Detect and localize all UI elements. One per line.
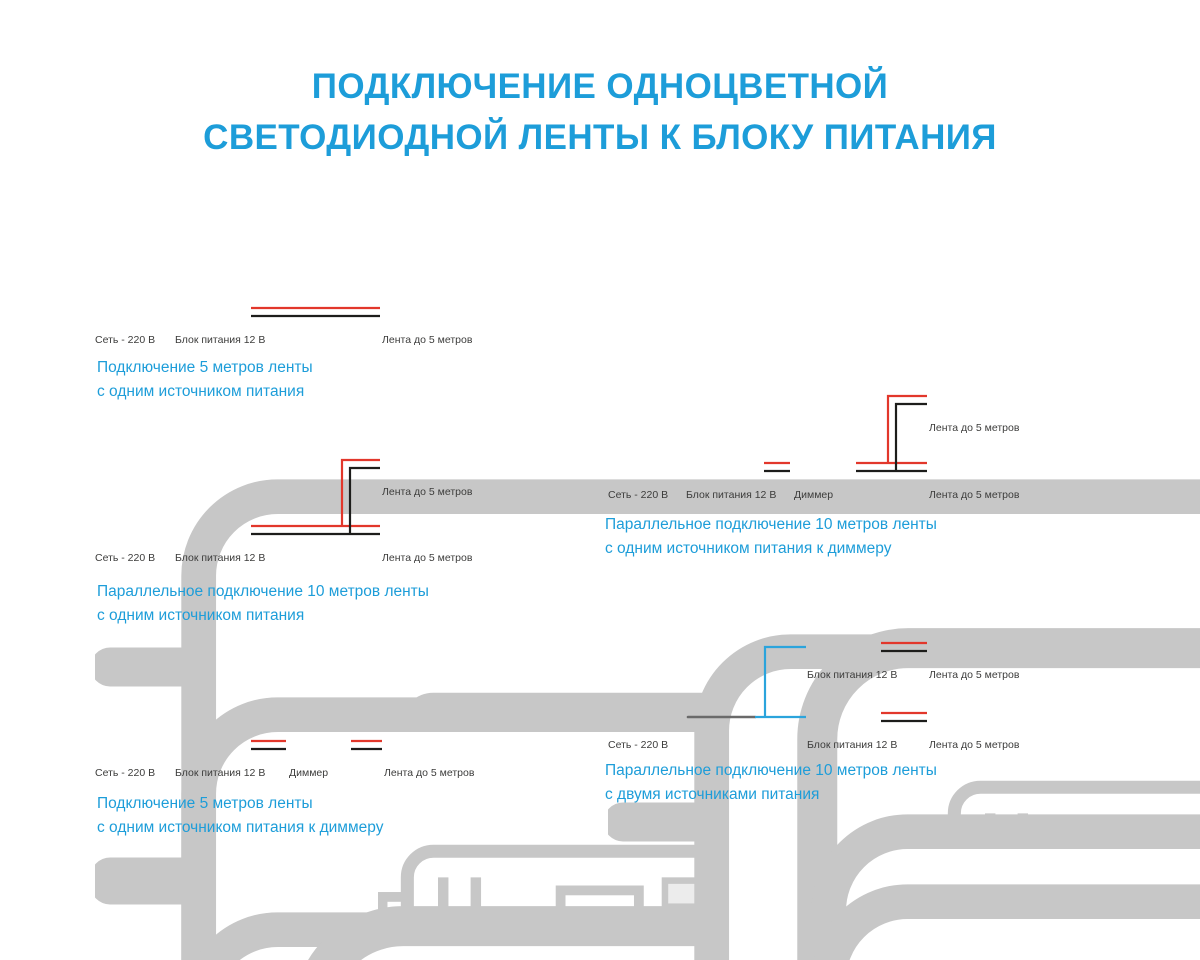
caption-line: Параллельное подключение 10 метров ленты [605,516,937,533]
strip-label: Лента до 5 метров [929,669,1020,681]
diagram-single-strip-dimmer: Сеть - 220 В Блок питания 12 В Диммер Ле… [95,700,1200,960]
dimmer-label: Диммер [794,489,833,501]
net-label: Сеть - 220 В [608,739,668,751]
diagram-caption: Параллельное подключение 10 метров ленты… [97,580,429,628]
black-wire [881,649,927,723]
red-wire [251,458,380,528]
caption-line: Параллельное подключение 10 метров ленты [605,762,937,779]
caption-line: с одним источником питания [97,607,305,625]
strip-label: Лента до 5 метров [384,767,475,779]
diagram-caption: Подключение 5 метров ленты с одним источ… [97,356,313,404]
strip-label: Лента до 5 метров [382,552,473,564]
diagram-caption: Параллельное подключение 10 метров ленты… [605,513,937,561]
net-label: Сеть - 220 В [608,489,668,501]
net-label: Сеть - 220 В [95,767,155,779]
caption-line: Параллельное подключение 10 метров ленты [97,583,429,600]
caption-line: Подключение 5 метров ленты [97,795,313,812]
psu-label: Блок питания 12 В [807,669,897,681]
red-wire [764,394,927,465]
psu-label: Блок питания 12 В [175,552,265,564]
strip-label: Лента до 5 метров [929,739,1020,751]
black-wire [251,466,380,536]
net-label: Сеть - 220 В [95,552,155,564]
page-title-line1: ПОДКЛЮЧЕНИЕ ОДНОЦВЕТНОЙ [311,67,889,106]
caption-line: с одним источником питания [97,383,305,401]
blue-wire [755,645,806,719]
diagram-single-strip: Сеть - 220 В Блок питания 12 В Лента до … [95,306,1200,960]
strip-label: Лента до 5 метров [929,489,1020,501]
diagram-parallel-one-psu: Лента до 5 метров Сеть - 220 В Блок пита… [95,458,1200,960]
diagram-parallel-dimmer: Лента до 5 метров Сеть - 220 В Блок пита… [608,394,1200,960]
diagram-caption: Параллельное подключение 10 метров ленты… [605,759,937,807]
diagram-parallel-two-psu: Блок питания 12 В Лента до 5 метров Сеть… [608,641,1200,960]
power-supply-icon [829,902,1200,960]
dimmer-label: Диммер [289,767,328,779]
page-title-line2: СВЕТОДИОДНОЙ ЛЕНТЫ К БЛОКУ ПИТАНИЯ [203,117,997,157]
psu-label: Блок питания 12 В [175,767,265,779]
psu-label: Блок питания 12 В [175,334,265,346]
caption-line: с одним источником питания к диммеру [97,819,384,837]
psu-label: Блок питания 12 В [807,739,897,751]
strip-label: Лента до 5 метров [382,334,473,346]
net-label: Сеть - 220 В [95,334,155,346]
caption-line: с двумя источниками питания [605,786,820,804]
strip-label: Лента до 5 метров [929,422,1020,434]
psu-label: Блок питания 12 В [686,489,776,501]
red-wire [881,641,927,715]
black-wire [764,402,927,473]
strip-label: Лента до 5 метров [382,486,473,498]
page-title: ПОДКЛЮЧЕНИЕ ОДНОЦВЕТНОЙ СВЕТОДИОДНОЙ ЛЕН… [0,62,1200,164]
caption-line: с одним источником питания к диммеру [605,540,892,558]
diagram-caption: Подключение 5 метров ленты с одним источ… [97,792,383,840]
caption-line: Подключение 5 метров ленты [97,359,313,376]
